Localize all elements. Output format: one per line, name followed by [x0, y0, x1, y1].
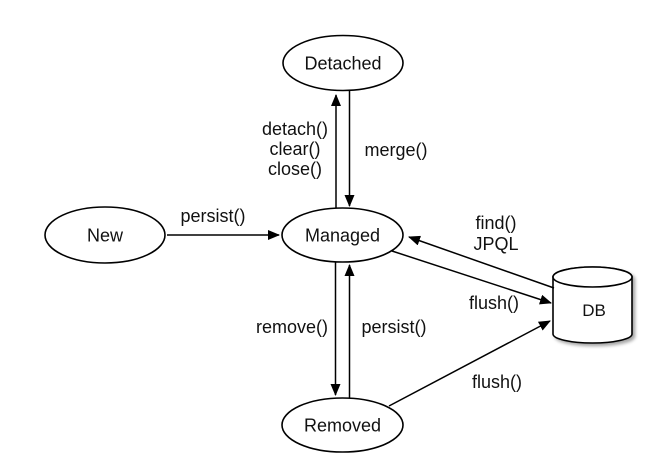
managed-ellipse [281, 207, 404, 263]
detached-ellipse [282, 34, 404, 92]
edge-db-to-managed-label-2: JPQL [473, 234, 518, 254]
edge-new-to-managed: persist() [167, 206, 280, 240]
edge-managed-to-removed: remove() [256, 262, 341, 396]
new-label: New [87, 226, 124, 246]
db-label: DB [582, 301, 606, 320]
removed-ellipse [281, 397, 404, 453]
edge-db-to-managed-line [408, 235, 555, 289]
edge-managed-to-removed-label: remove() [256, 317, 328, 337]
node-managed: Managed [281, 207, 404, 263]
edge-db-to-managed: find() JPQL [408, 213, 555, 289]
edge-removed-to-managed: persist() [344, 264, 427, 398]
edge-managed-to-db-line [391, 250, 552, 305]
edge-managed-to-db: flush() [391, 250, 552, 313]
node-detached: Detached [282, 34, 404, 92]
edge-removed-to-managed-label: persist() [361, 317, 426, 337]
edge-removed-to-db: flush() [388, 320, 551, 407]
edge-new-to-managed-label: persist() [180, 206, 245, 226]
node-removed: Removed [281, 397, 404, 453]
node-db: DB [552, 266, 633, 344]
edge-managed-to-detached: detach() clear() close() [262, 94, 341, 208]
edge-db-to-managed-label-1: find() [475, 213, 516, 233]
removed-label: Removed [304, 416, 381, 436]
edge-removed-to-db-line [388, 320, 551, 407]
edge-detached-to-managed: merge() [344, 90, 428, 207]
db-cylinder-top [552, 266, 633, 288]
edge-managed-to-detached-label-1: detach() [262, 119, 328, 139]
edge-managed-to-detached-label-2: clear() [269, 139, 320, 159]
detached-label: Detached [304, 54, 381, 74]
new-ellipse [44, 206, 166, 264]
edge-removed-to-db-label: flush() [472, 372, 522, 392]
node-new: New [44, 206, 166, 264]
managed-label: Managed [305, 226, 380, 246]
edge-detached-to-managed-label: merge() [364, 140, 427, 160]
edge-managed-to-detached-label-3: close() [268, 159, 322, 179]
edge-managed-to-db-label: flush() [469, 293, 519, 313]
